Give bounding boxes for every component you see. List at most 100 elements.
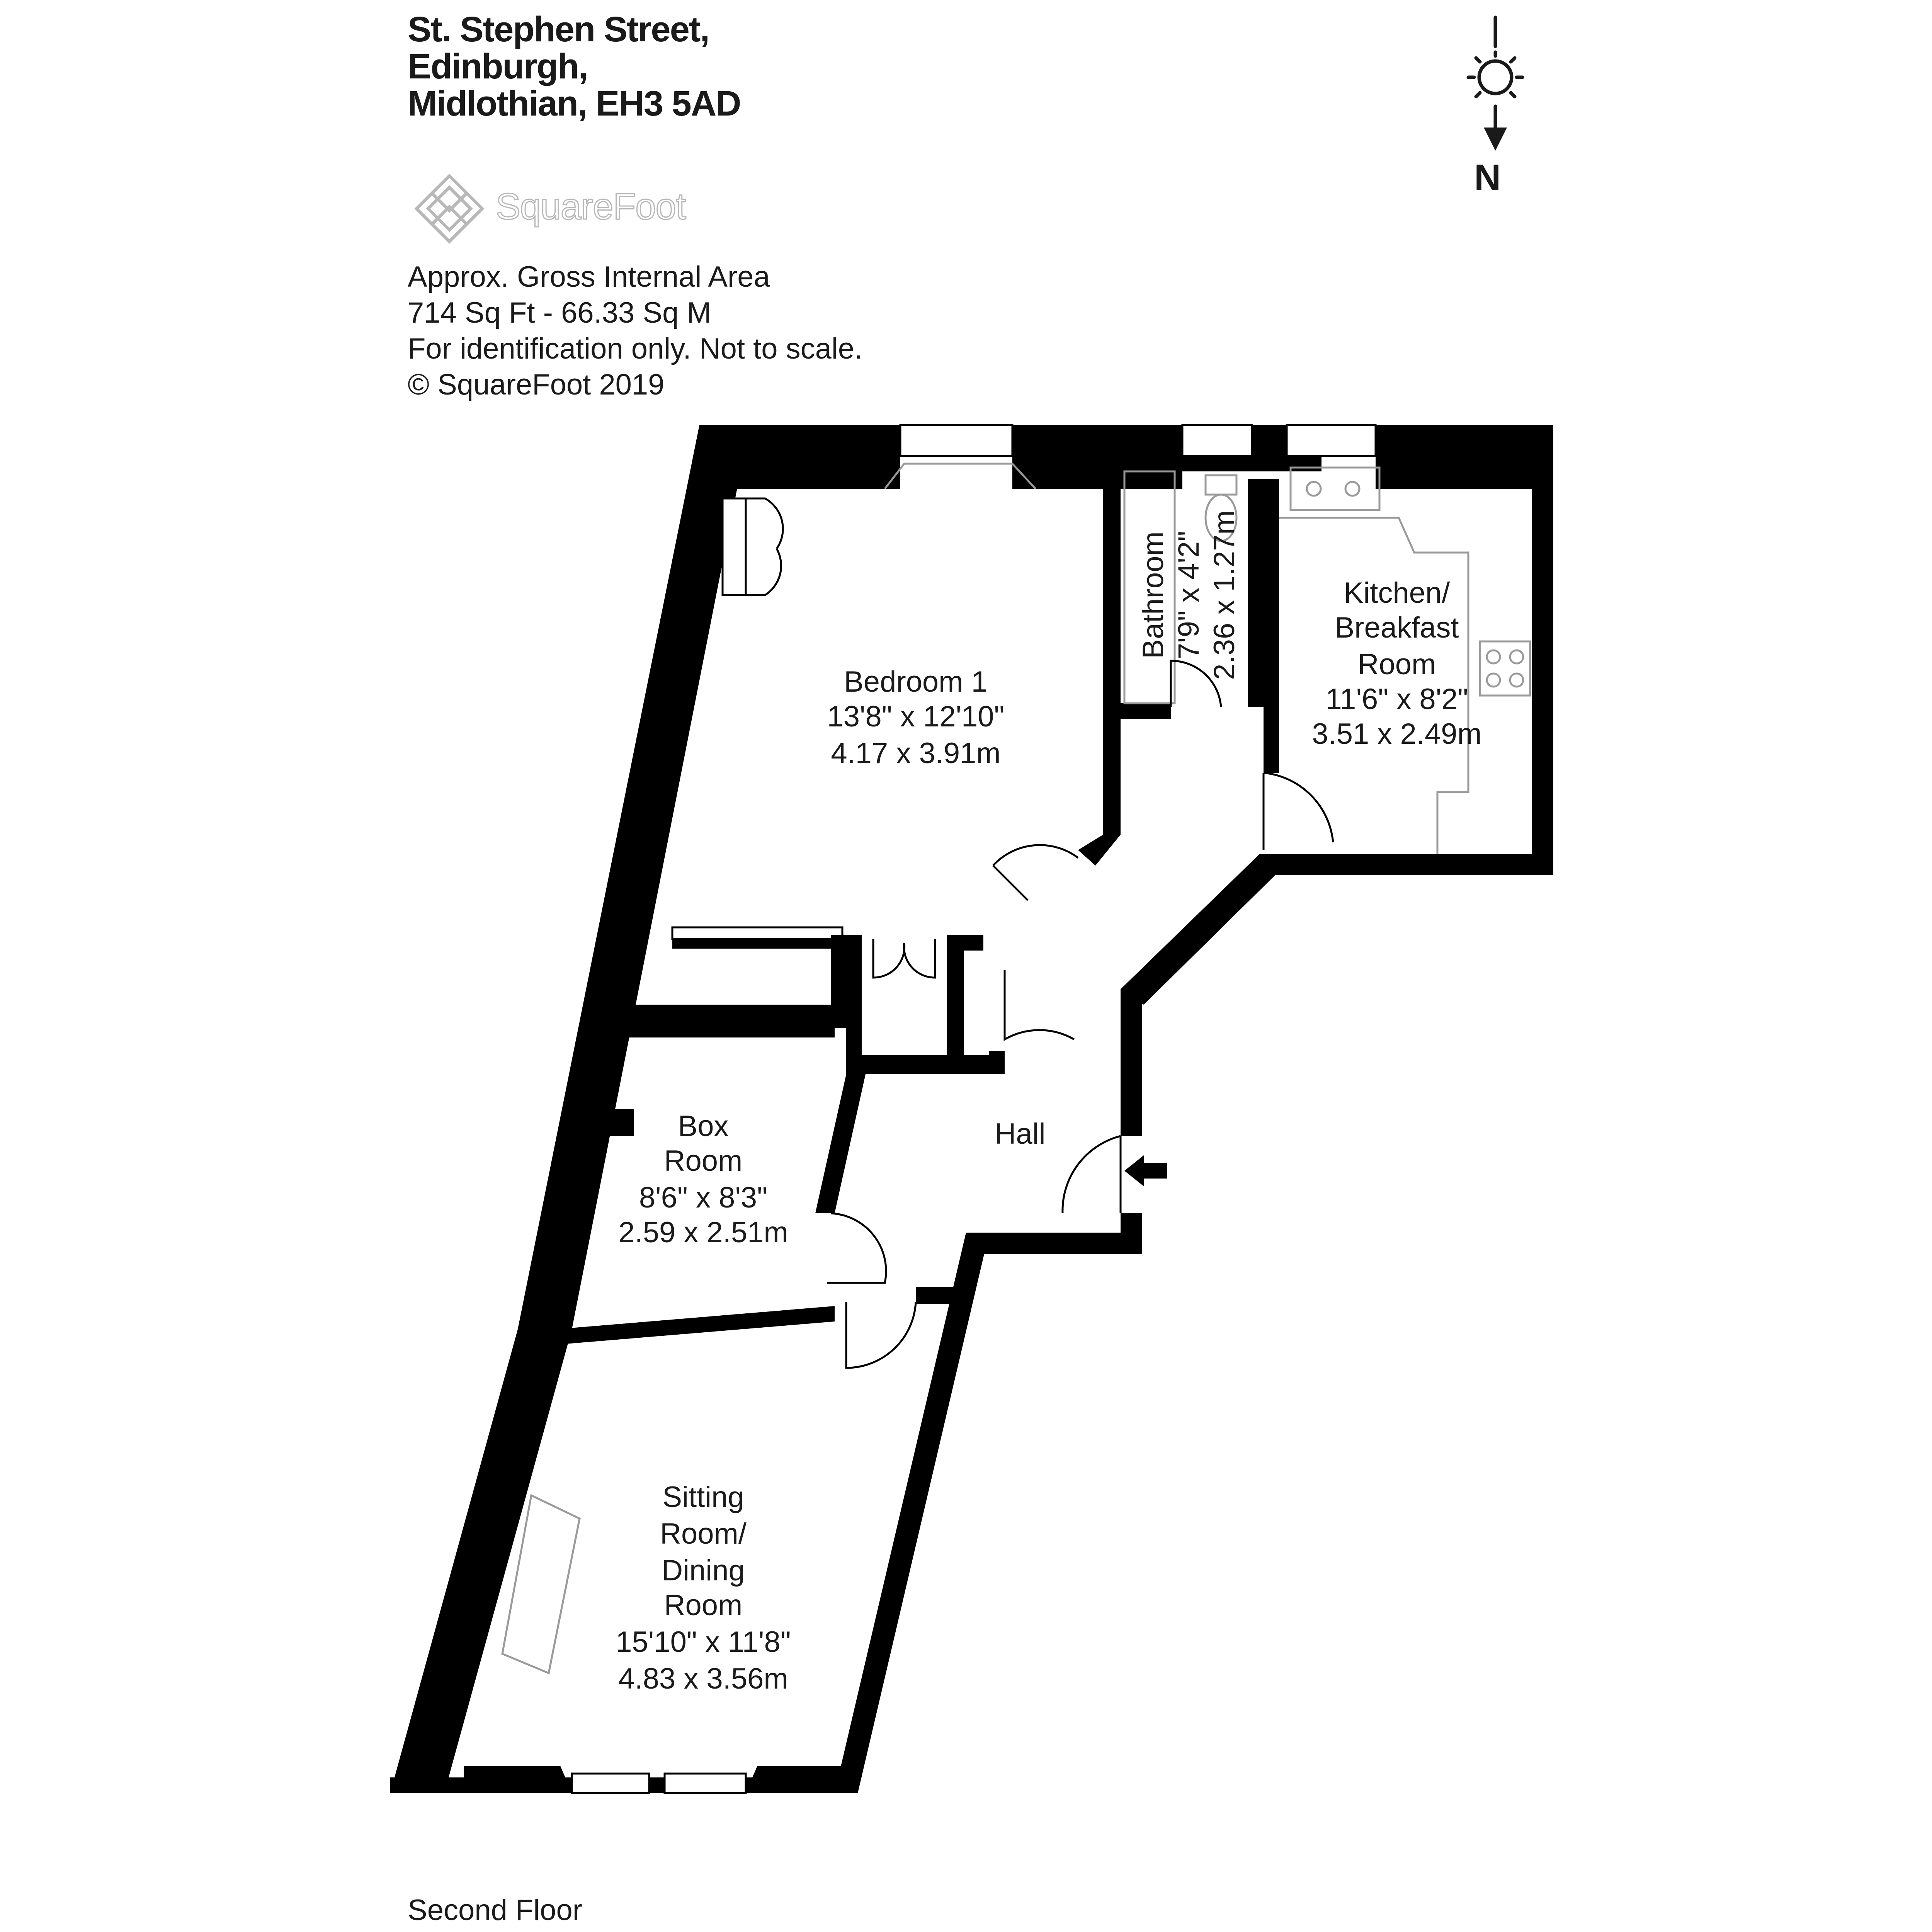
address-line-3: Midlothian, EH3 5AD: [408, 84, 742, 123]
hob-icon: [1479, 640, 1531, 697]
kitchen-name-3: Room: [1358, 648, 1436, 681]
cupboard-bottom-wall: [862, 1055, 1005, 1074]
sitting-room-name-4: Room: [664, 1589, 743, 1622]
kitchen-left-wall: [1264, 479, 1279, 773]
bathroom-door: [1170, 660, 1222, 707]
hall-name: Hall: [995, 1117, 1046, 1150]
hall-cupboard-door: [1003, 970, 1075, 1041]
bedroom-right-wall-corner: [1078, 835, 1121, 866]
sitting-window-right: [663, 1772, 747, 1794]
kitchen-window: [1286, 424, 1377, 457]
sitting-top-wall-right: [916, 1287, 966, 1304]
property-address: St. Stephen Street, Edinburgh, Midlothia…: [408, 10, 742, 123]
entrance-door: [1061, 1135, 1122, 1214]
compass-north-label: N: [1474, 157, 1501, 198]
bedroom-cupboard-door: [746, 497, 784, 549]
left-wall-lower: [390, 1329, 572, 1793]
sitting-room-name-3: Dining: [662, 1554, 745, 1587]
windows: [571, 424, 1377, 1794]
area-info-line-1: Approx. Gross Internal Area: [408, 260, 770, 293]
bottom-wall-left-bay: [464, 1766, 572, 1793]
bedroom-cupboard-door-2: [746, 548, 782, 596]
kitchen-imperial: 11'6" x 8'2": [1326, 683, 1468, 716]
bedroom-window: [899, 424, 1014, 457]
box-room-metric: 2.59 x 2.51m: [618, 1216, 788, 1249]
sink-drain-right-icon: [1344, 481, 1361, 497]
cupboard-right-wall: [947, 935, 964, 1063]
cupboard-stub: [989, 1051, 1005, 1074]
bathroom-right-wall: [1248, 479, 1264, 707]
area-info: Approx. Gross Internal Area 714 Sq Ft - …: [408, 259, 862, 403]
box-room-door: [827, 1212, 887, 1284]
sitting-room-name-1: Sitting: [662, 1481, 744, 1514]
squarefoot-logo: SquareFoot: [409, 170, 726, 251]
address-line-2: Edinburgh,: [408, 47, 588, 86]
fireplace-icon: [501, 1494, 581, 1675]
cupboard-door-right: [903, 939, 936, 979]
entrance-arrow-icon: [1124, 1155, 1167, 1186]
hob-ring-3-icon: [1486, 672, 1501, 688]
box-room-name-1: Box: [678, 1110, 729, 1143]
kitchen-bottom-wall: [1260, 854, 1553, 875]
kitchen-counter: [1279, 517, 1469, 854]
bedroom1-metric: 4.17 x 3.91m: [831, 737, 1000, 770]
hob-ring-2-icon: [1509, 649, 1524, 665]
sink-drain-left-icon: [1306, 481, 1322, 497]
bathroom-imperial: 7'9" x 4'2": [1172, 531, 1205, 659]
toilet-cistern-icon: [1204, 474, 1238, 496]
hob-ring-4-icon: [1509, 672, 1524, 688]
kitchen-door: [1262, 772, 1334, 850]
top-wall-left: [699, 425, 900, 489]
sun-compass-icon: [1466, 15, 1524, 151]
floor-label: Second Floor: [408, 1894, 583, 1927]
fixtures: [501, 463, 1531, 1675]
hall-right-wall: [1121, 989, 1142, 1136]
bedroom1-imperial: 13'8" x 12'10": [827, 700, 1004, 733]
box-room-right-wall-upper: [846, 935, 862, 1074]
hob-ring-1-icon: [1486, 649, 1501, 665]
sitting-room-door: [845, 1302, 917, 1369]
squarefoot-logo-icon: [414, 173, 485, 244]
bedroom-cupboard: [721, 497, 747, 596]
area-info-line-2: 714 Sq Ft - 66.33 Sq M: [408, 296, 711, 329]
sitting-room-imperial: 15'10" x 11'8": [616, 1626, 791, 1658]
cupboard-top-wall: [964, 935, 983, 951]
logo-text: SquareFoot: [495, 185, 687, 228]
kitchen-right-wall: [1532, 425, 1553, 873]
box-room-imperial: 8'6" x 8'3": [639, 1181, 767, 1214]
sitting-right-wall: [835, 1233, 989, 1793]
bedroom-bay: [884, 463, 1036, 490]
area-info-line-4: © SquareFoot 2019: [408, 368, 665, 401]
bathroom-metric: 2.36 x 1.27m: [1208, 510, 1241, 680]
area-info-line-3: For identification only. Not to scale.: [408, 332, 863, 365]
hall-diagonal-wall: [1121, 854, 1275, 1005]
bathroom-bottom-wall: [1109, 703, 1171, 719]
top-wall-kitchen-left: [1252, 425, 1287, 471]
box-room-name-2: Room: [664, 1145, 743, 1177]
sitting-window-left: [571, 1772, 650, 1794]
bathroom-left-wall: [1109, 479, 1121, 719]
kitchen-name-2: Breakfast: [1335, 611, 1459, 644]
box-room-top-wall: [626, 1005, 835, 1037]
bathroom-window: [1181, 424, 1253, 457]
walls: [390, 425, 1553, 1793]
box-room-bottom-wall: [556, 1306, 835, 1345]
kitchen-metric: 3.51 x 2.49m: [1312, 718, 1481, 750]
bedroom-door: [992, 844, 1079, 901]
box-room-right-wall: [815, 1074, 866, 1213]
sitting-room-metric: 4.83 x 3.56m: [618, 1662, 788, 1695]
bathroom-name: Bathroom: [1137, 531, 1170, 659]
bedroom1-name: Bedroom 1: [844, 665, 988, 698]
sitting-room-name-2: Room/: [660, 1517, 747, 1550]
hall-bottom-wall: [966, 1233, 1142, 1254]
bedroom-bottom-wall: [672, 939, 850, 949]
address-line-1: St. Stephen Street,: [408, 10, 710, 49]
top-wall-kitchen-right: [1376, 425, 1553, 489]
doors: [671, 497, 1334, 1369]
kitchen-sink-icon: [1289, 466, 1381, 511]
left-wall-upper: [518, 425, 750, 1329]
kitchen-name-1: Kitchen/: [1344, 577, 1450, 609]
bottom-wall-right-bay: [746, 1766, 850, 1793]
bath-icon: [1123, 470, 1176, 704]
sliding-wardrobe: [671, 926, 844, 940]
